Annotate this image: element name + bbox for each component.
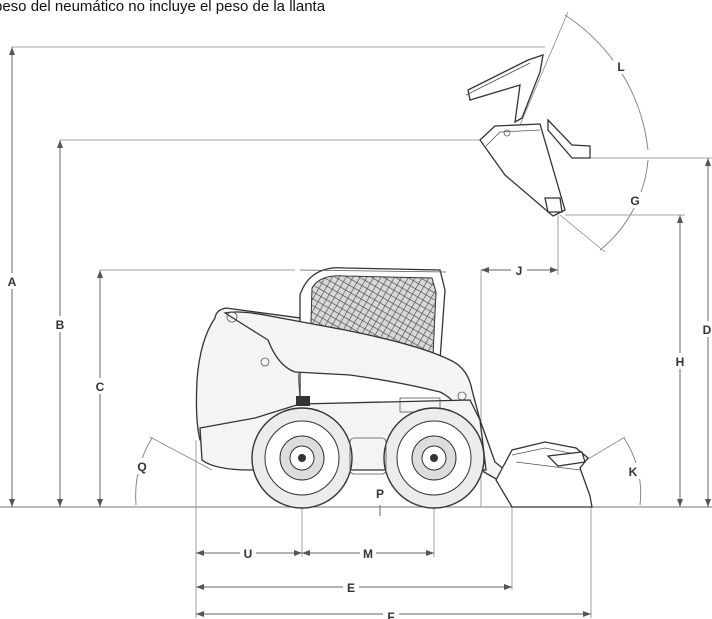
raised-bucket-mid bbox=[479, 118, 591, 217]
label-p: P bbox=[376, 487, 384, 501]
dimension-f: F bbox=[196, 608, 591, 619]
label-f: F bbox=[387, 610, 394, 619]
label-c: C bbox=[96, 380, 105, 394]
raised-bucket-top bbox=[465, 54, 544, 124]
dimension-e: E bbox=[196, 579, 512, 595]
dimension-h: H bbox=[672, 215, 688, 507]
dimension-p: P bbox=[376, 487, 384, 516]
label-u: U bbox=[244, 547, 253, 561]
dimension-k: K bbox=[577, 436, 642, 506]
dimension-c: C bbox=[92, 270, 108, 507]
label-q: Q bbox=[137, 460, 146, 474]
lowered-bucket bbox=[495, 441, 593, 508]
skid-steer-loader bbox=[195, 267, 593, 509]
label-k: K bbox=[629, 465, 638, 479]
label-l: L bbox=[617, 60, 624, 74]
dimension-g: G bbox=[559, 159, 649, 253]
label-g: G bbox=[630, 194, 639, 208]
dimension-u: U bbox=[196, 545, 302, 561]
label-a: A bbox=[8, 275, 17, 289]
label-j: J bbox=[516, 264, 523, 278]
dimension-a: A bbox=[4, 47, 20, 507]
dimension-l: L bbox=[519, 11, 649, 151]
label-e: E bbox=[347, 581, 355, 595]
diagram-caption: peso del neumático no incluye el peso de… bbox=[0, 0, 326, 15]
dimension-d: D bbox=[700, 158, 712, 507]
label-b: B bbox=[56, 318, 65, 332]
label-m: M bbox=[363, 547, 373, 561]
label-h: H bbox=[676, 355, 685, 369]
rear-tire bbox=[251, 407, 353, 509]
dimension-b: B bbox=[52, 140, 68, 507]
dimension-q: Q bbox=[134, 436, 213, 506]
front-tire bbox=[383, 407, 485, 509]
dimension-m: M bbox=[302, 545, 434, 561]
label-d: D bbox=[703, 323, 712, 337]
